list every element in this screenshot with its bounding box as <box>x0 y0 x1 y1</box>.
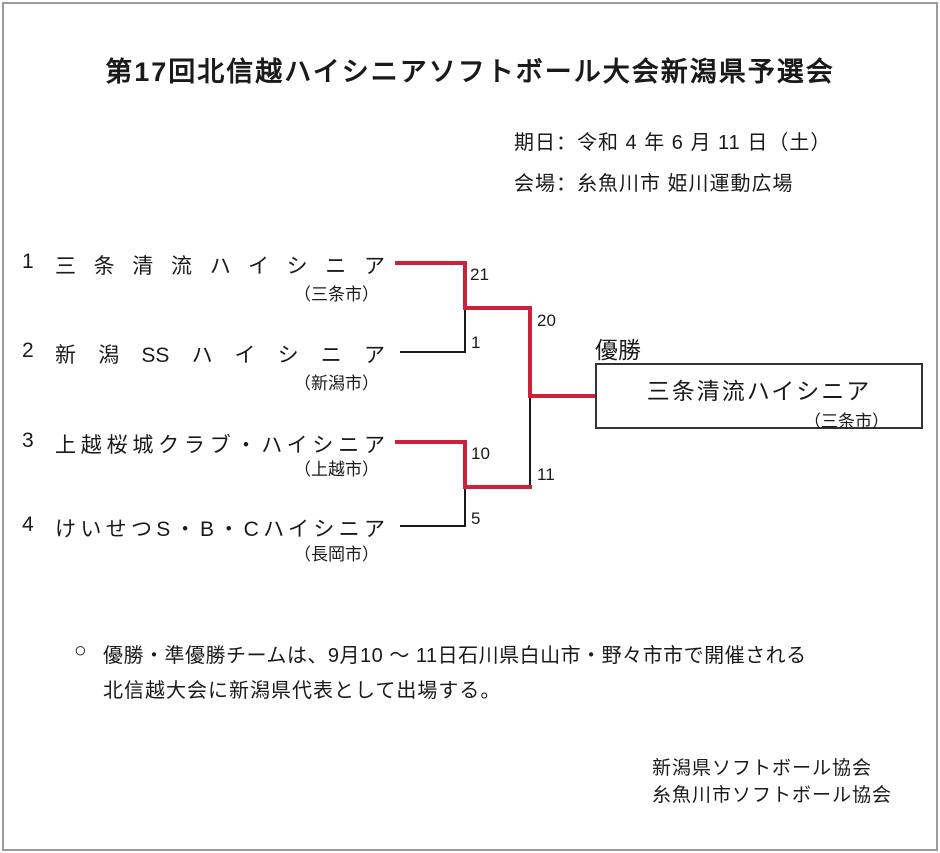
team3-name: 上越桜城クラブ・ハイシニア <box>55 434 385 457</box>
team1-name: 三条清流ハイシニア <box>55 255 385 278</box>
team3-seed: 3 <box>22 429 34 452</box>
sf1-advance-line <box>463 306 532 310</box>
final-loser-vertical <box>529 396 531 489</box>
org-city-association: 糸魚川市ソフトボール協会 <box>652 785 893 806</box>
note-line1: 優勝・準優勝チームは、9月10 ～ 11日石川県白山市・野々市市で開催される <box>103 645 807 667</box>
sf2-team4-score: 5 <box>471 509 481 528</box>
champion-name: 三条清流ハイシニア <box>646 378 872 404</box>
sf2-team3-score: 10 <box>471 444 490 463</box>
team4-city: （長岡市） <box>294 545 379 564</box>
team3-city: （上越市） <box>294 460 379 479</box>
sf2-team4-line <box>400 525 465 527</box>
champion-box: 三条清流ハイシニア （三条市） <box>595 363 923 431</box>
sf1-team1-line <box>395 261 467 265</box>
team2-city: （新潟市） <box>294 374 379 393</box>
team2-seed: 2 <box>22 339 34 362</box>
sf1-team2-line <box>400 351 465 353</box>
final-champion-line <box>528 394 597 398</box>
final-bottom-score: 11 <box>537 465 555 484</box>
sf2-loser-vertical <box>464 487 466 527</box>
final-winner-vertical <box>528 306 532 398</box>
champion-city: （三条市） <box>804 412 889 431</box>
team1-city: （三条市） <box>294 285 379 304</box>
sf1-team2-score: 1 <box>471 333 481 352</box>
sf1-winner-vertical <box>463 261 467 310</box>
note-bullet-circle: ○ <box>74 639 87 662</box>
team4-seed: 4 <box>22 513 34 536</box>
sf1-loser-vertical <box>464 308 466 353</box>
final-top-score: 20 <box>537 311 556 330</box>
note-line2: 北信越大会に新潟県代表として出場する。 <box>103 680 502 702</box>
team4-name: けいせつS・B・Cハイシニア <box>55 518 385 541</box>
team1-seed: 1 <box>22 250 34 273</box>
champion-label: 優勝 <box>595 337 641 363</box>
sf1-team1-score: 21 <box>470 265 489 284</box>
org-prefecture-association: 新潟県ソフトボール協会 <box>652 758 873 779</box>
event-date: 期日：令和 4 年 6 月 11 日（土） <box>514 132 832 154</box>
event-venue: 会場：糸魚川市 姫川運動広場 <box>514 173 794 195</box>
sf2-winner-vertical <box>463 440 467 489</box>
team2-name: 新潟SSハイシニア <box>55 344 385 367</box>
page-title: 第17回北信越ハイシニアソフトボール大会新潟県予選会 <box>105 57 835 87</box>
sf2-team3-line <box>395 440 467 444</box>
sf2-advance-line <box>463 485 532 489</box>
